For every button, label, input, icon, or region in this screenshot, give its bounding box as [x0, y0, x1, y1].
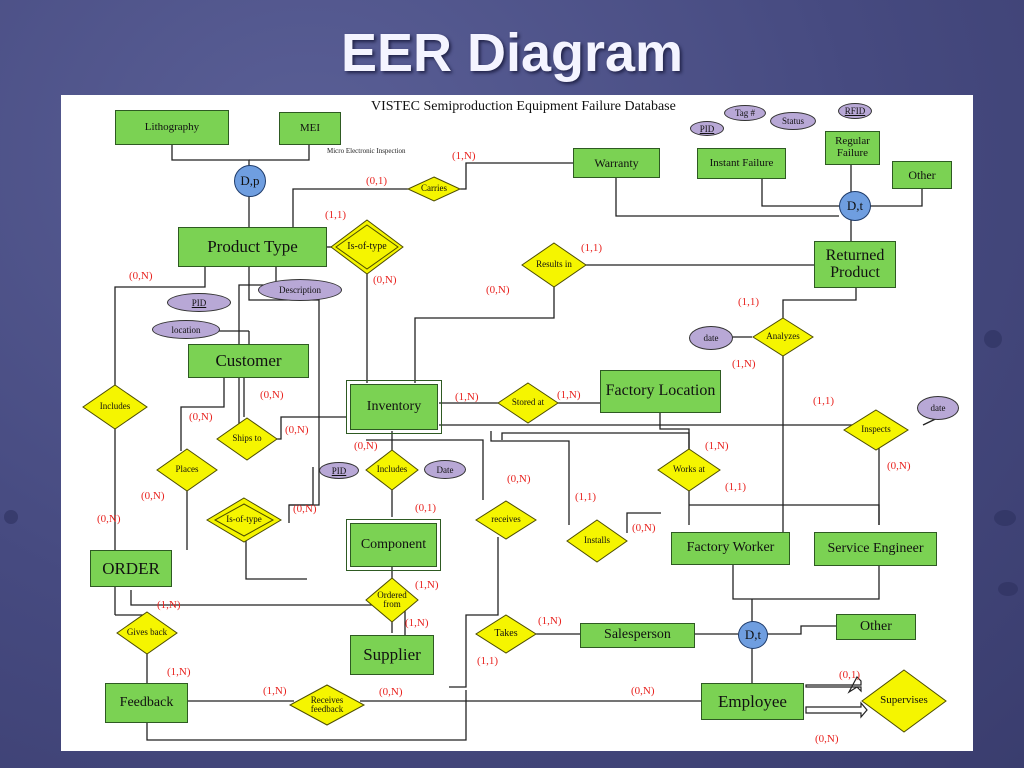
rel-installs[interactable]: Installs	[584, 535, 610, 546]
cardinality: (1,N)	[455, 391, 479, 403]
rel-takes[interactable]: Takes	[494, 627, 518, 639]
rel-includes-1[interactable]: Includes	[99, 401, 131, 412]
entity-regular-failure[interactable]: Regular Failure	[825, 131, 880, 165]
cardinality: (0,N)	[260, 389, 284, 401]
cardinality: (1,1)	[325, 209, 347, 221]
bg-bubble	[4, 510, 18, 524]
diagram-title: VISTEC Semiproduction Equipment Failure …	[371, 99, 676, 114]
rel-places[interactable]: Places	[175, 464, 199, 475]
attr-pid-mid[interactable]: PID	[167, 293, 231, 312]
attr-pid-comp[interactable]: PID	[319, 462, 359, 479]
cardinality: (1,1)	[738, 296, 760, 308]
rel-gives-back[interactable]: Gives back	[126, 627, 168, 638]
cardinality: (1,1)	[477, 655, 499, 667]
rel-includes-2[interactable]: Includes	[376, 464, 408, 475]
rel-ordered-from[interactable]: Ordered from	[377, 589, 407, 609]
rel-receives-feedback[interactable]: Receives feedback	[310, 694, 344, 714]
entity-customer[interactable]: Customer	[188, 344, 309, 378]
bg-bubble	[984, 330, 1002, 348]
cardinality: (0,1)	[415, 502, 437, 514]
entity-factory-location[interactable]: Factory Location	[600, 370, 721, 413]
cardinality: (0,N)	[189, 411, 213, 423]
rel-supervises[interactable]: Supervises	[880, 694, 928, 707]
attr-rfid[interactable]: RFID	[838, 103, 872, 119]
cardinality: (1,1)	[725, 481, 747, 493]
cardinality: (0,N)	[129, 270, 153, 282]
cardinality: (1,1)	[581, 242, 603, 254]
cardinality: (0,N)	[97, 513, 121, 525]
bg-bubble	[994, 510, 1016, 526]
attr-description[interactable]: Description	[258, 279, 342, 301]
cardinality: (1,1)	[813, 395, 835, 407]
entity-order[interactable]: ORDER	[90, 550, 172, 587]
cardinality: (0,1)	[839, 669, 861, 681]
rel-results-in[interactable]: Results in	[536, 259, 572, 270]
entity-other-bottom[interactable]: Other	[836, 614, 916, 640]
entity-other-top[interactable]: Other	[892, 161, 952, 189]
entity-inventory[interactable]: Inventory	[346, 380, 442, 434]
entity-employee[interactable]: Employee	[701, 683, 804, 720]
cardinality: (1,N)	[415, 579, 439, 591]
cardinality: (0,N)	[373, 274, 397, 286]
entity-feedback[interactable]: Feedback	[105, 683, 188, 723]
cardinality: (1,N)	[263, 685, 287, 697]
cardinality: (1,N)	[452, 150, 476, 162]
cardinality: (1,1)	[575, 491, 597, 503]
cardinality: (1,N)	[405, 617, 429, 629]
cardinality: (0,N)	[379, 686, 403, 698]
mei-note: Micro Electronic Inspection	[327, 147, 406, 155]
entity-factory-worker[interactable]: Factory Worker	[671, 532, 790, 565]
specialization-dt-bottom[interactable]: D,t	[738, 621, 768, 649]
rel-carries[interactable]: Carries	[421, 183, 447, 194]
cardinality: (1,N)	[557, 389, 581, 401]
entity-lithography[interactable]: Lithography	[115, 110, 229, 145]
specialization-dp[interactable]: D,p	[234, 165, 266, 197]
cardinality: (0,N)	[887, 460, 911, 472]
cardinality: (0,1)	[366, 175, 388, 187]
entity-product-type[interactable]: Product Type	[178, 227, 327, 267]
connector-lines	[82, 145, 949, 741]
cardinality: (1,N)	[167, 666, 191, 678]
cardinality: (0,N)	[354, 440, 378, 452]
cardinality: (0,N)	[815, 733, 839, 745]
rel-inspects[interactable]: Inspects	[861, 424, 891, 435]
cardinality: (1,N)	[705, 440, 729, 452]
rel-is-of-type-2[interactable]: Is-of-type	[226, 514, 262, 525]
entity-returned-product[interactable]: Returned Product	[814, 241, 896, 288]
cardinality: (1,N)	[732, 358, 756, 370]
cardinality: (0,N)	[293, 503, 317, 515]
diagram-panel: VISTEC Semiproduction Equipment Failure …	[61, 95, 973, 751]
slide-title: EER Diagram	[340, 23, 684, 83]
cardinality: (0,N)	[486, 284, 510, 296]
bg-bubble	[998, 582, 1018, 596]
entity-supplier[interactable]: Supplier	[350, 635, 434, 675]
cardinality: (1,N)	[538, 615, 562, 627]
entity-mei[interactable]: MEI	[279, 112, 341, 145]
cardinality: (0,N)	[285, 424, 309, 436]
rel-ships-to[interactable]: Ships to	[232, 433, 262, 444]
attr-tag[interactable]: Tag #	[724, 105, 766, 121]
rel-receives[interactable]: receives	[491, 514, 521, 525]
attr-date-inspects[interactable]: date	[917, 396, 959, 420]
cardinality: (0,N)	[631, 685, 655, 697]
entity-warranty[interactable]: Warranty	[573, 148, 660, 178]
attr-date-analyzes[interactable]: date	[689, 326, 733, 350]
attr-pid-top[interactable]: PID	[690, 121, 724, 136]
entity-salesperson[interactable]: Salesperson	[580, 623, 695, 648]
attr-status[interactable]: Status	[770, 112, 816, 130]
rel-is-of-type-1[interactable]: Is-of-type	[347, 240, 387, 252]
cardinality: (0,N)	[507, 473, 531, 485]
cardinality: (0,N)	[141, 490, 165, 502]
attr-location[interactable]: location	[152, 320, 220, 339]
entity-service-engineer[interactable]: Service Engineer	[814, 532, 937, 566]
entity-instant-failure[interactable]: Instant Failure	[697, 148, 786, 179]
rel-analyzes[interactable]: Analyzes	[766, 331, 800, 342]
cardinality: (1,N)	[157, 599, 181, 611]
rel-works-at[interactable]: Works at	[672, 464, 706, 475]
attr-date-comp[interactable]: Date	[424, 460, 466, 479]
cardinality: (0,N)	[632, 522, 656, 534]
rel-stored-at[interactable]: Stored at	[511, 397, 545, 408]
specialization-dt-top[interactable]: D,t	[839, 191, 871, 221]
entity-component[interactable]: Component	[346, 519, 441, 571]
